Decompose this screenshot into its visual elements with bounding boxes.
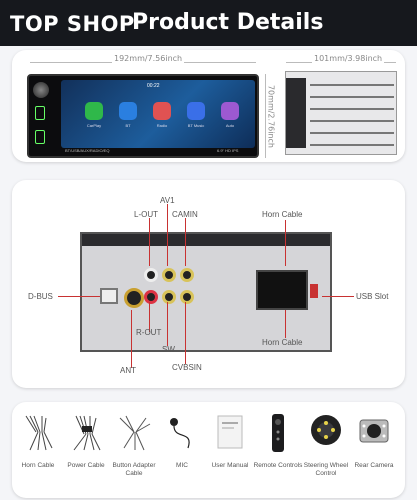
accessory-name: Remote Controls: [253, 462, 303, 469]
head-unit-front: 00:22 CarPlay BT Radio BT Music Auto BT/…: [27, 74, 259, 158]
android-auto-icon: [221, 102, 239, 120]
iso-connector-icon: [256, 270, 308, 310]
app-label-carplay: CarPlay: [86, 123, 102, 128]
av1-rca-icon: [162, 268, 176, 282]
microphone-icon: [170, 418, 190, 449]
horn-cable-icon: [25, 415, 53, 451]
bottom-feature-text: BT/USB/AUX/RADIO/EQ: [65, 148, 110, 153]
accessory-user-manual: User Manual: [208, 412, 252, 494]
label-horn-top: Horn Cable: [262, 210, 303, 219]
d-bus-port-icon: [100, 288, 118, 304]
r-out-rca-icon: [144, 290, 158, 304]
accessory-name: Power Cable: [67, 462, 105, 469]
volume-knob-icon: [33, 82, 49, 98]
callout-line-horn-top: [285, 220, 286, 266]
bluetooth-music-icon: [187, 102, 205, 120]
rear-camera-icon: [359, 419, 389, 443]
head-unit-side-view: [285, 71, 397, 155]
side-fin: [310, 144, 394, 146]
brand-name: TOP SHOP: [10, 12, 135, 36]
side-faceplate: [286, 78, 306, 148]
bottom-screen-spec: 6.9" HD IPS: [217, 148, 239, 153]
label-cvbsin: CVBSIN: [172, 363, 202, 372]
label-usb-slot: USB Slot: [356, 292, 389, 301]
accessory-name: Steering Wheel Control: [303, 462, 349, 478]
header-bar: TOP SHOP Product Details: [0, 0, 417, 46]
accessory-name: Horn Cable: [21, 462, 55, 469]
sw-rca-icon: [162, 290, 176, 304]
side-width-dimension-label: 101mm/3.98inch: [312, 54, 385, 63]
steering-wheel-control-icon: [311, 415, 341, 445]
label-r-out: R-OUT: [136, 328, 162, 337]
callout-line-ant: [131, 310, 132, 368]
callout-line-l-out: [149, 218, 150, 266]
accessory-mic: MIC: [160, 412, 204, 494]
callout-line-usb: [322, 296, 354, 297]
label-ant: ANT: [120, 366, 136, 375]
clock: 00:22: [147, 83, 160, 89]
usb-port-icon: [35, 106, 45, 120]
rear-top-edge: [82, 234, 330, 246]
callout-line-r-out: [149, 302, 150, 332]
side-fin: [310, 132, 394, 134]
ant-socket-icon: [124, 288, 144, 308]
side-fin: [310, 84, 394, 86]
cvbsin-rca-icon: [180, 290, 194, 304]
display-screen: 00:22 CarPlay BT Radio BT Music Auto: [61, 80, 255, 148]
remote-control-icon: [272, 414, 284, 452]
width-dimension-label: 192mm/7.56inch: [112, 54, 185, 63]
manual-booklet-icon: [217, 415, 243, 449]
app-label-bt-music: BT Music: [187, 123, 205, 128]
accessory-rear-camera: Rear Camera: [352, 412, 396, 494]
label-l-out: L-OUT: [134, 210, 158, 219]
label-av1: AV1: [160, 196, 175, 205]
label-d-bus: D-BUS: [28, 292, 53, 301]
accessory-steering-wheel-control: Steering Wheel Control: [304, 412, 348, 494]
accessory-power-cable: Power Cable: [64, 412, 108, 494]
radio-icon: [153, 102, 171, 120]
label-camin: CAMIN: [172, 210, 198, 219]
height-dimension-label: 70mm/2.76inch: [266, 84, 276, 149]
camin-rca-icon: [180, 268, 194, 282]
label-horn-bottom: Horn Cable: [262, 338, 303, 347]
accessory-horn-cable: Horn Cable: [16, 412, 60, 494]
button-adapter-cable-icon: [119, 415, 151, 451]
carplay-icon: [85, 102, 103, 120]
page-title: Product Details: [132, 10, 324, 35]
accessory-name: Rear Camera: [354, 462, 394, 469]
callout-line-sw: [167, 302, 168, 346]
callout-line-av1: [167, 204, 168, 266]
side-fin: [310, 120, 394, 122]
app-label-bt: BT: [125, 123, 131, 128]
accessory-name: User Manual: [211, 462, 249, 469]
side-fin: [310, 108, 394, 110]
accessories-card: [12, 402, 405, 498]
label-sw: SW: [162, 345, 175, 354]
height-dimension-line: [265, 74, 266, 158]
l-out-rca-icon: [144, 268, 158, 282]
usb-port-icon: [35, 130, 45, 144]
side-fin: [310, 96, 394, 98]
accessory-button-adapter-cable: Button Adapter Cable: [112, 412, 156, 494]
accessory-name: Button Adapter Cable: [112, 462, 156, 478]
callout-line-horn-bottom: [285, 310, 286, 338]
accessory-remote-controls: Remote Controls: [254, 412, 302, 494]
callout-line-camin: [185, 218, 186, 266]
usb-slot-icon: [310, 284, 318, 298]
accessory-name: MIC: [176, 462, 188, 469]
app-label-radio: Radio: [156, 123, 168, 128]
callout-line-d-bus: [58, 296, 100, 297]
power-cable-icon: [73, 415, 101, 451]
app-label-auto: Auto: [225, 123, 235, 128]
phone-icon: [119, 102, 137, 120]
callout-line-cvbsin: [185, 302, 186, 364]
head-unit-rear: [80, 232, 332, 352]
